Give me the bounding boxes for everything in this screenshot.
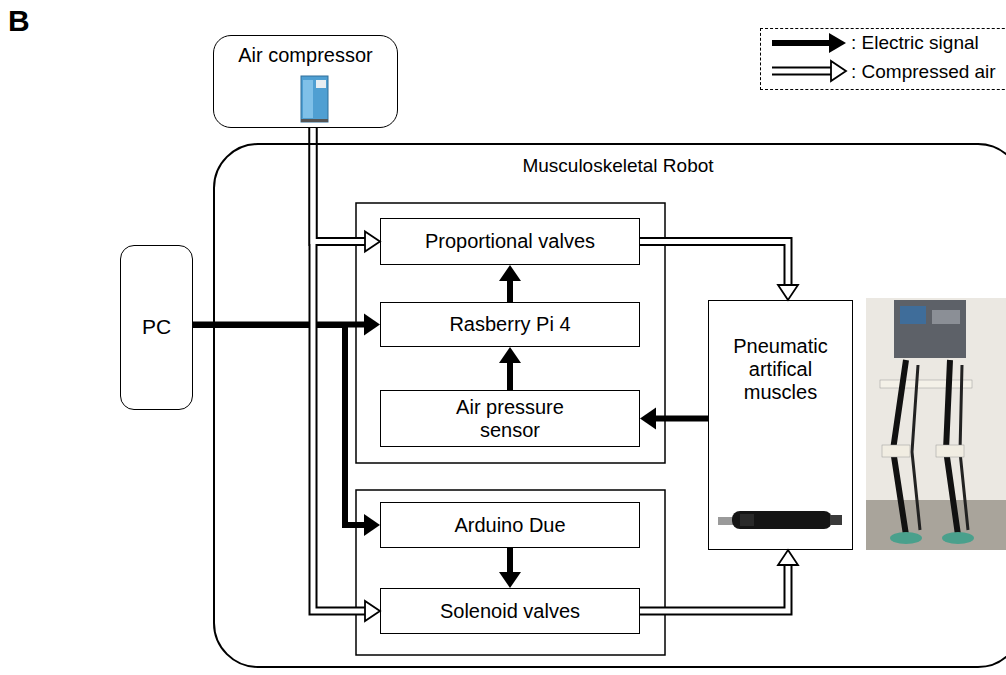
system-boundary: Musculoskeletal RobotProportional valves… — [213, 143, 1006, 668]
robot-pelvis — [880, 380, 972, 388]
node-text: Musculoskeletal Robot — [522, 155, 713, 177]
robot-foot — [942, 532, 974, 544]
air-arrowhead — [778, 550, 798, 565]
compressor-display — [316, 80, 326, 88]
air-line-inner — [640, 565, 788, 611]
air-line-inner — [313, 128, 365, 242]
compressor-base — [301, 119, 328, 122]
robot-board — [900, 306, 926, 324]
compressor-icon — [301, 76, 328, 122]
node-text: Air compressor — [238, 44, 372, 67]
air-arrowhead — [365, 601, 380, 621]
air-line-inner — [640, 242, 788, 286]
group-frame — [356, 490, 665, 655]
photo-floor — [866, 500, 1006, 550]
air-arrowhead — [778, 285, 798, 300]
photo-ground — [866, 298, 1006, 550]
node-text: Rasberry Pi 4 — [449, 313, 570, 336]
node-text: Air pressure sensor — [440, 396, 580, 442]
node-text: Pneumatic artifical muscles — [718, 335, 843, 404]
signal-line — [507, 363, 513, 390]
process-box: Proportional valves — [380, 218, 640, 265]
legend-text: : Compressed air — [851, 60, 996, 84]
signal-line — [193, 325, 364, 525]
sample-head — [829, 33, 846, 53]
sample-line — [772, 40, 830, 46]
legend-box: : Electric signal : Compressed air — [760, 28, 1006, 90]
group-frame — [356, 203, 665, 463]
node-text: Solenoid valves — [440, 600, 580, 623]
signal-arrowhead — [364, 514, 380, 536]
robot-foot — [890, 532, 922, 544]
source-box: Air compressor — [213, 35, 398, 128]
signal-arrowhead — [499, 347, 521, 363]
process-box: Air pressure sensor — [380, 390, 640, 447]
node-text: PC — [142, 315, 171, 339]
air-line — [640, 242, 788, 286]
robot-muscle — [912, 365, 920, 530]
air-line — [640, 565, 788, 611]
process-box: Solenoid valves — [380, 588, 640, 634]
signal-line — [656, 416, 708, 422]
robot-knee — [936, 445, 964, 457]
muscle-image — [718, 511, 842, 529]
legend-sample-electric — [772, 33, 846, 53]
robot-photo — [866, 298, 1006, 550]
compressor-panel — [303, 80, 313, 118]
muscle-fitting — [718, 517, 734, 525]
sample-head — [831, 61, 846, 81]
panel-letter: B — [8, 4, 30, 38]
muscle-clamp — [740, 514, 754, 526]
sample-line-inner — [771, 69, 832, 74]
process-box: Arduino Due — [380, 502, 640, 548]
signal-arrowhead — [364, 314, 380, 336]
muscle-sleeve — [732, 511, 832, 529]
robot-board — [932, 310, 960, 324]
signal-arrowhead — [499, 265, 521, 281]
legend-sample-air — [771, 61, 846, 81]
air-line — [313, 128, 365, 611]
computer-box: PC — [120, 245, 193, 410]
signal-arrowhead — [640, 408, 656, 430]
signal-arrowhead — [499, 572, 521, 588]
process-box: Rasberry Pi 4 — [380, 302, 640, 347]
legend-text: : Electric signal — [851, 31, 979, 55]
air-line — [313, 128, 365, 242]
node-text: Arduino Due — [454, 514, 565, 537]
signal-line — [507, 281, 513, 302]
signal-line — [507, 548, 513, 572]
node-text: Proportional valves — [425, 230, 595, 253]
air-arrowhead — [365, 232, 380, 252]
muscle-fitting — [830, 515, 842, 525]
robot-knee — [882, 445, 910, 457]
compressor-body — [301, 76, 328, 122]
robot-electronics — [894, 300, 966, 358]
air-line-inner — [313, 128, 365, 611]
sample-line — [772, 67, 831, 76]
actuator-box: Pneumatic artifical muscles — [708, 300, 853, 550]
